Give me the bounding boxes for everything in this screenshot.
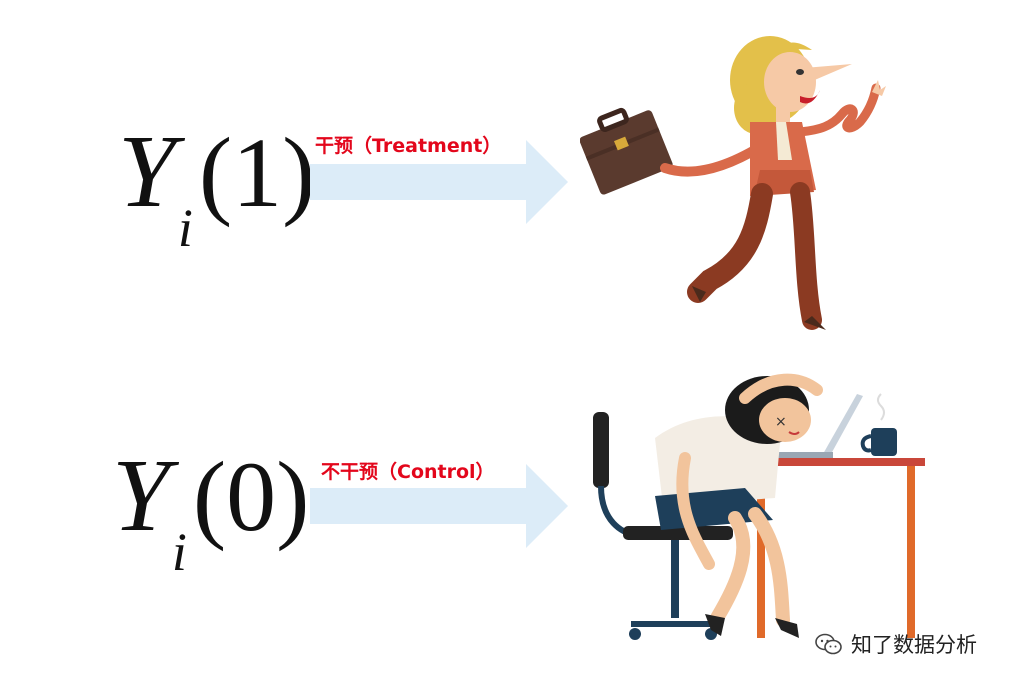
watermark-text: 知了数据分析 bbox=[851, 633, 977, 657]
formula-argument: (1) bbox=[198, 117, 316, 228]
tired-woman-at-desk-icon: × bbox=[593, 373, 925, 640]
treatment-arrow-icon bbox=[310, 140, 568, 224]
control-arrow-icon bbox=[310, 464, 568, 548]
treatment-label: 干预（Treatment） bbox=[315, 135, 502, 157]
formula-treated-outcome: Yi(1) bbox=[118, 112, 316, 258]
watermark: 知了数据分析 bbox=[815, 629, 977, 659]
formula-subscript: i bbox=[177, 198, 193, 258]
svg-text:×: × bbox=[775, 414, 787, 430]
formula-subscript: i bbox=[171, 522, 187, 582]
wechat-icon bbox=[815, 633, 842, 655]
businesswoman-running-icon bbox=[580, 36, 886, 330]
formula-symbol: Y bbox=[112, 438, 170, 553]
formula-argument: (0) bbox=[192, 441, 310, 552]
control-label: 不干预（Control） bbox=[321, 461, 495, 483]
formula-symbol: Y bbox=[118, 114, 176, 229]
formula-control-outcome: Yi(0) bbox=[112, 436, 310, 582]
